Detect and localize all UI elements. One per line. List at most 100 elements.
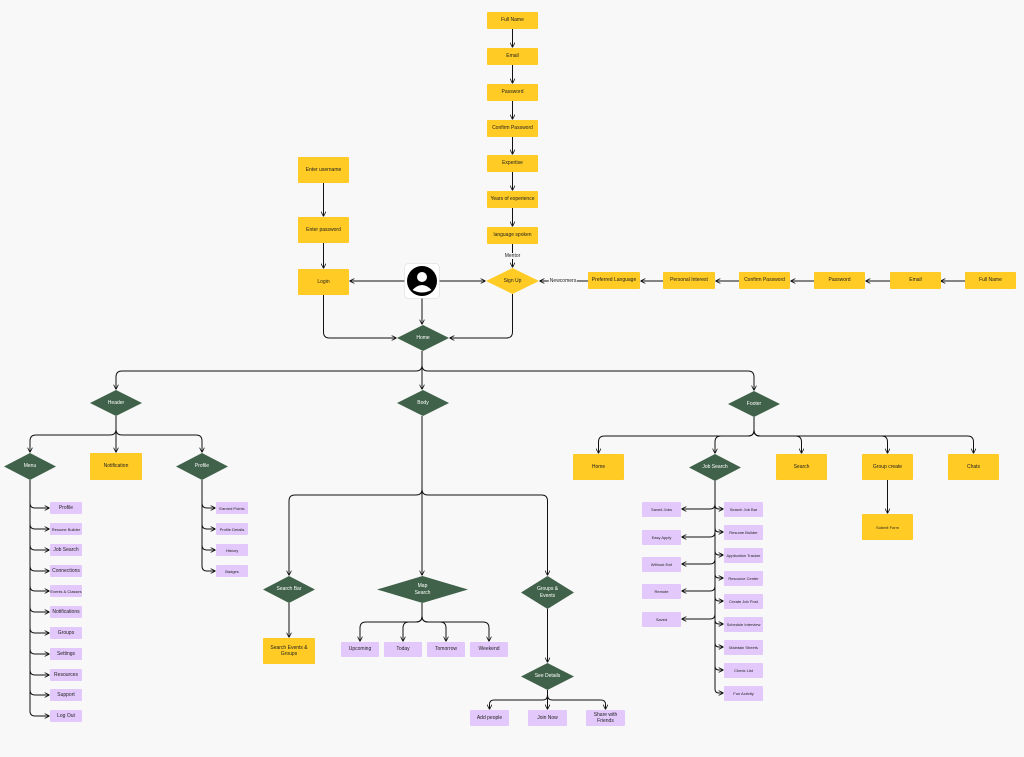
job-option-create-job-post[interactable]: Create Job Post [724,594,763,609]
flow-connector [714,481,723,578]
job-option-resource-center[interactable]: Resource Center [724,571,763,586]
detail-add-people[interactable]: Add people [470,710,509,726]
header-decision[interactable]: Header [90,390,142,416]
footer-search-step[interactable]: Search [776,454,827,480]
map-option-tomorrow[interactable]: Tomorrow [427,642,465,657]
menu-item-resume-builder[interactable]: Resume Builder [50,523,82,535]
menu-item-settings[interactable]: Settings [50,648,82,660]
flow-connector [116,351,423,389]
flow-connector [29,480,49,675]
menu-decision[interactable]: Menu [4,453,56,480]
signup-expertise-step[interactable]: Expertise [487,155,538,172]
flow-connector [201,480,215,529]
flow-connector [29,480,49,529]
flow-connector [682,481,716,591]
menu-item-events-classes[interactable]: Events & Classes [50,585,82,597]
job-option-fun-activity[interactable]: Fun Activity [724,686,763,701]
flow-connector [450,294,513,338]
flow-connector [29,480,49,716]
newcomer-full-name-step[interactable]: Full Name [965,272,1016,289]
profile-item-earned-points[interactable]: Earned Points [216,502,248,514]
job-option-schedule-interview[interactable]: Schedule Interview [724,617,763,632]
flow-connector [714,481,723,532]
newcomer-personal-interest-step[interactable]: Personal Interest [663,272,715,289]
login-username-step[interactable]: Enter username [298,157,349,183]
flow-connector [421,603,489,641]
signup-years-experience-step[interactable]: Years of experience [487,191,538,208]
signup-language-step[interactable]: language spoken [487,227,538,244]
menu-item-log-out[interactable]: Log Out [50,710,82,722]
footer-decision[interactable]: Footer [728,391,780,417]
detail-share-with-friends[interactable]: Share with Friends [586,710,625,726]
profile-decision[interactable]: Profile [176,453,228,480]
group-create-step[interactable]: Group create [862,454,913,480]
job-option-saved-jobs[interactable]: Saved Jobs [642,502,681,517]
chats-step[interactable]: Chats [948,454,999,480]
job-option-saved[interactable]: Saved [642,612,681,627]
job-option-application-tracker[interactable]: Application Tracker [724,548,763,563]
flow-connector [714,481,723,509]
job-option-search-job-bar[interactable]: Search Job Bar [724,502,763,517]
map-search-decision[interactable]: Map Search [377,576,468,603]
flow-connector [29,480,49,654]
flow-connector [201,480,215,550]
menu-item-connections[interactable]: Connections [50,565,82,577]
newcomer-email-step[interactable]: Email [890,272,941,289]
flow-connector [201,480,215,508]
flow-connector [682,481,716,564]
detail-join-now[interactable]: Join Now [528,710,567,726]
signup-password-step[interactable]: Password [487,84,538,101]
flow-connector [715,417,755,453]
flow-connector [714,481,723,647]
body-decision[interactable]: Body [397,390,449,416]
flow-connector [421,416,548,575]
login-password-step[interactable]: Enter password [298,217,349,243]
flow-connector [29,480,49,633]
job-option-resume-builder[interactable]: Resume Builder [724,525,763,540]
see-details-decision[interactable]: See Details [521,663,574,690]
signup-email-step[interactable]: Email [487,48,538,65]
map-option-weekend[interactable]: Weekend [470,642,508,657]
login-button-step[interactable]: Login [298,269,349,295]
flow-connector [29,480,49,571]
flow-connector [29,480,49,695]
footer-home-step[interactable]: Home [573,454,624,480]
flow-connector [490,690,548,709]
job-option-check-list[interactable]: Check List [724,663,763,678]
groups-events-decision[interactable]: Groups & Events [521,576,574,609]
flow-connector [682,481,716,619]
profile-item-history[interactable]: History [216,544,248,556]
flow-connector [547,690,606,709]
signup-confirm-password-step[interactable]: Confirm Password [487,120,538,137]
profile-item-profile-details[interactable]: Profile Details [216,523,248,535]
home-decision[interactable]: Home [397,325,449,351]
search-bar-decision[interactable]: Search Bar [263,576,315,603]
job-option-maintain-sheets[interactable]: Maintain Sheets [724,640,763,655]
user-avatar-icon [405,264,439,298]
job-option-without-exit[interactable]: Without Exit [642,557,681,572]
menu-item-notifications[interactable]: Notifications [50,606,82,618]
menu-item-profile[interactable]: Profile [50,502,82,514]
flow-connector [753,417,888,453]
notification-step[interactable]: Notification [90,453,142,480]
menu-item-groups[interactable]: Groups [50,627,82,639]
flow-connector [421,351,754,390]
job-option-remote[interactable]: Remote [642,584,681,599]
submit-form-step[interactable]: Submit Form [862,514,913,540]
job-option-easy-apply[interactable]: Easy Apply [642,530,681,545]
menu-item-job-search[interactable]: Job Search [50,544,82,556]
profile-item-badges[interactable]: Badges [216,565,248,577]
flow-connector [323,295,397,338]
menu-item-support[interactable]: Support [50,689,82,701]
search-events-groups-step[interactable]: Search Events & Groups [263,638,315,664]
job-search-decision[interactable]: Job Search [689,454,741,481]
newcomer-preferred-language-step[interactable]: Preferred Language [588,272,640,289]
menu-item-resources[interactable]: Resources [50,669,82,681]
newcomer-confirm-password-step[interactable]: Confirm Password [739,272,790,289]
map-option-today[interactable]: Today [384,642,422,657]
map-option-upcoming[interactable]: Upcoming [341,642,379,657]
newcomer-password-step[interactable]: Password [814,272,865,289]
signup-full-name-step[interactable]: Full Name [487,12,538,29]
signup-decision[interactable]: Sign Up [486,268,539,294]
